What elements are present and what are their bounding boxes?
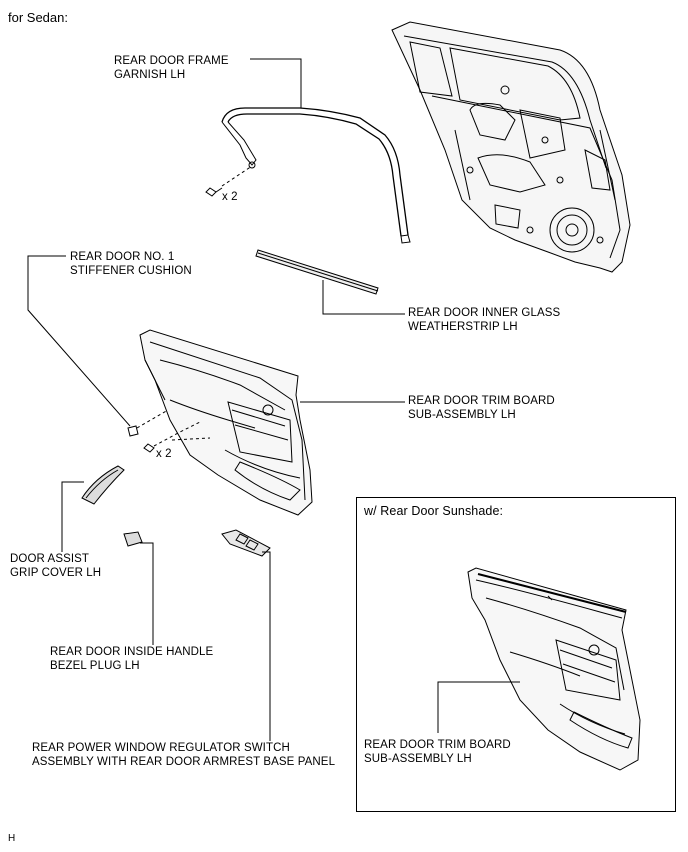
rear-door-panel	[391, 21, 631, 273]
inner-glass-weatherstrip-part	[255, 249, 379, 295]
leader-handle-bezel-plug	[140, 542, 154, 645]
label-assist-grip-cover: DOOR ASSIST GRIP COVER LH	[10, 553, 102, 579]
inset-title: w/ Rear Door Sunshade:	[364, 504, 504, 518]
assist-grip-cover-part	[81, 465, 125, 505]
label-inner-glass-weatherstrip: REAR DOOR INNER GLASS WEATHERSTRIP LH	[408, 307, 561, 333]
footer-code: H	[8, 833, 16, 844]
label-window-switch: REAR POWER WINDOW REGULATOR SWITCH ASSEM…	[32, 742, 336, 768]
label-frame-garnish: REAR DOOR FRAME GARNISH LH	[114, 55, 229, 81]
inset-label-trim-board: REAR DOOR TRIM BOARD SUB-ASSEMBLY LH	[364, 739, 511, 765]
label-handle-bezel-plug: REAR DOOR INSIDE HANDLE BEZEL PLUG LH	[50, 646, 214, 672]
sunshade-inset-box	[356, 497, 676, 812]
stiffener-cushion-part	[127, 409, 169, 437]
trim-board-part	[139, 329, 313, 516]
label-qty-clips-trim: x 2	[156, 448, 172, 460]
leader-inner-glass-weatherstrip	[322, 280, 405, 315]
leader-inset-trim-board	[437, 681, 520, 733]
diagram-header: for Sedan:	[8, 10, 68, 25]
leader-assist-grip-cover	[61, 481, 84, 552]
trim-board-clip	[143, 421, 211, 453]
leader-stiffener-cushion	[27, 255, 131, 427]
inset-trim-board-part	[467, 567, 641, 771]
garnish-clip	[205, 165, 253, 197]
handle-bezel-plug-part	[123, 531, 143, 547]
frame-garnish-part	[221, 107, 411, 244]
leader-window-switch	[262, 551, 271, 741]
label-trim-board: REAR DOOR TRIM BOARD SUB-ASSEMBLY LH	[408, 395, 555, 421]
label-stiffener-cushion: REAR DOOR NO. 1 STIFFENER CUSHION	[70, 251, 192, 277]
label-qty-clips-garnish: x 2	[222, 191, 238, 203]
leader-frame-garnish	[250, 58, 302, 108]
